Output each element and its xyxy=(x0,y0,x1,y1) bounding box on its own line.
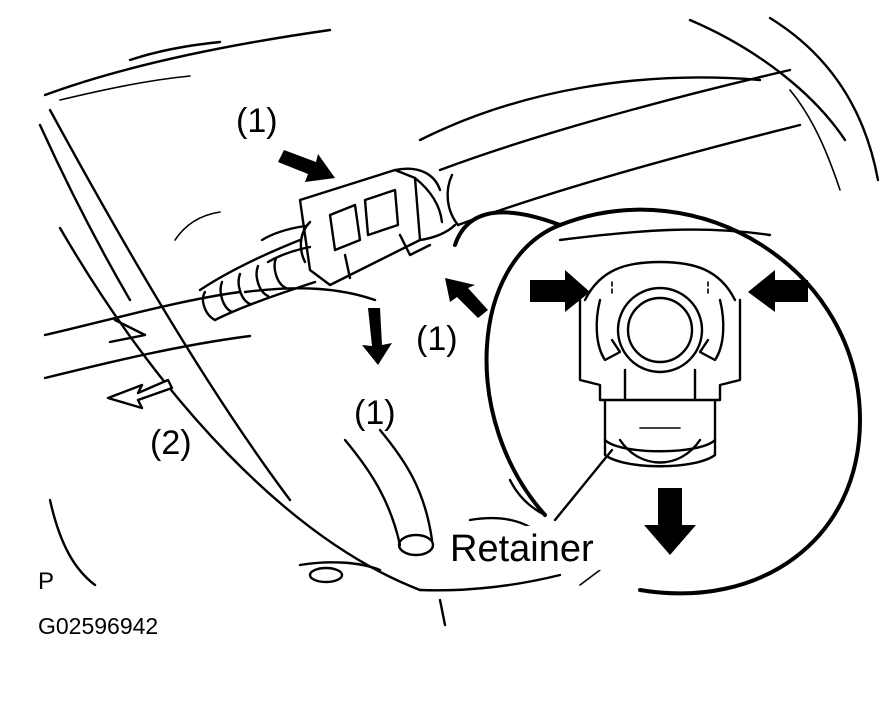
callout-label-release: (2) xyxy=(150,424,192,462)
background-body-lines xyxy=(38,16,880,627)
solid-arrow-icon xyxy=(278,150,335,182)
solid-arrow-icon xyxy=(362,308,392,365)
secondary-pipes xyxy=(43,287,377,380)
push-arrows xyxy=(278,150,808,555)
lower-pipe xyxy=(343,428,435,557)
callout-label-right: (1) xyxy=(416,320,458,358)
solid-arrow-icon xyxy=(530,270,590,312)
figure-code: G02596942 xyxy=(38,613,158,639)
retainer-label: Retainer xyxy=(450,528,594,570)
quick-connector xyxy=(198,167,457,322)
solid-arrow-icon xyxy=(445,278,488,318)
corner-mark: P xyxy=(38,568,54,595)
solid-arrow-icon xyxy=(644,488,696,555)
fuel-hose-main xyxy=(438,68,802,227)
callout-label-bottom: (1) xyxy=(354,394,396,432)
release-arrow xyxy=(106,378,174,410)
retainer-detail-circle xyxy=(453,207,863,596)
hollow-arrow-icon xyxy=(106,378,174,410)
solid-arrow-icon xyxy=(748,270,808,312)
callout-label-top: (1) xyxy=(236,102,278,140)
